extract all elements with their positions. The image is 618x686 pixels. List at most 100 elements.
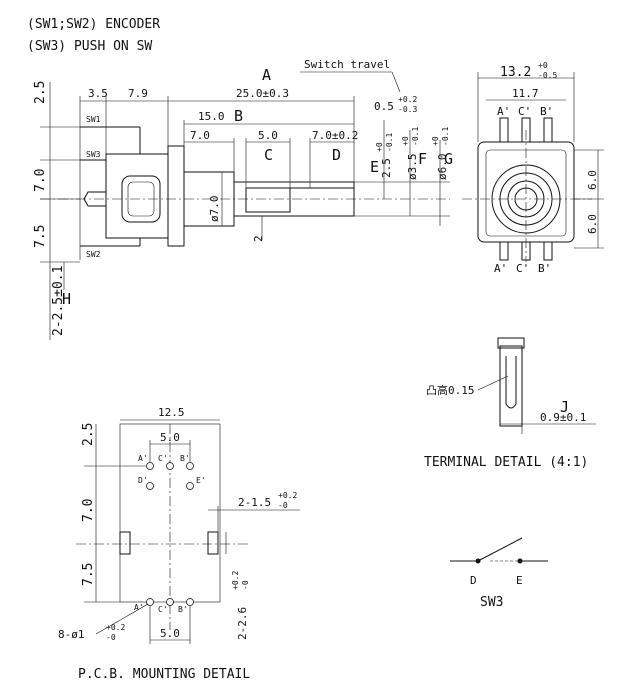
side-terminal-mid — [83, 191, 106, 207]
sw3-label: SW3 — [480, 595, 503, 610]
letter-g: G — [444, 150, 453, 168]
front-pin-c-top — [521, 117, 531, 143]
dim-5: 5.0 — [258, 129, 278, 142]
pcb-pin-a-bottom-label: A' — [134, 603, 144, 612]
letter-d: D — [332, 146, 341, 164]
terminal-outline — [499, 345, 523, 427]
dim-3-5-dn: -0.1 — [411, 127, 420, 146]
pcb-pin-c-bottom-label: C' — [158, 605, 168, 614]
pcb-pin-c-label: C' — [158, 454, 168, 463]
dim-pitch: 2-2.5±0.1 — [51, 266, 66, 336]
pcb-hole-up: +0.2 — [106, 623, 125, 632]
side-label-sw2: SW2 — [86, 250, 101, 259]
pcb-hole-a-top — [146, 462, 154, 470]
pcb-hole-a-bottom — [146, 598, 154, 606]
front-pin-c-bottom-label: C' — [516, 262, 529, 275]
pcb-slot-dim: 2-1.5 — [238, 496, 271, 509]
pcb-hole-e — [186, 482, 194, 490]
side-shaft-slot — [245, 187, 291, 213]
pcb-dim-7-5: 7.5 — [81, 563, 96, 586]
pcb-dim-5-bottom: 5.0 — [160, 627, 180, 640]
dim-6-dn: -0.1 — [441, 127, 450, 146]
front-pin-a-top — [499, 117, 509, 143]
front-pin-c-label: C' — [518, 105, 531, 118]
pcb-slot-right — [207, 531, 219, 555]
pcb-slot-left — [119, 531, 131, 555]
front-view: A' C' B' A' C' B' 13.2 +0 -0.5 11.7 6.0 … — [462, 61, 604, 275]
dim-2-5-dn: -0.1 — [385, 133, 394, 152]
sw3-pin-e: E — [516, 574, 523, 587]
pcb-hole-leader — [95, 603, 149, 635]
pcb-hole-c-top — [166, 462, 174, 470]
pcb-dim-2-5: 2.5 — [81, 423, 96, 446]
dim-3-5-dia: ø3.5 — [406, 154, 419, 181]
pcb-dim-12-5: 12.5 — [158, 406, 185, 419]
letter-h: H — [62, 290, 71, 308]
pcb-slot-dn: -0 — [278, 501, 288, 510]
front-dim-13-2: 13.2 — [500, 65, 531, 80]
dim-travel-tol-dn: -0.3 — [398, 105, 417, 114]
pcb-hole-c-bottom — [166, 598, 174, 606]
letter-f: F — [418, 150, 427, 168]
front-pin-b-top — [543, 117, 553, 143]
pcb-pin-a-label: A' — [138, 454, 148, 463]
terminal-detail-title: TERMINAL DETAIL (4:1) — [424, 455, 588, 470]
letter-c: C — [264, 146, 273, 164]
dim-left-2-5: 2.5 — [33, 81, 48, 104]
sw3-pin-d: D — [470, 574, 477, 587]
front-pin-b-bottom — [543, 241, 553, 261]
dim-2: 2 — [252, 235, 265, 242]
dim-left-7-5: 7.5 — [33, 225, 48, 248]
side-label-sw3: SW3 — [86, 150, 101, 159]
pcb-pin-b-label: B' — [180, 454, 190, 463]
dim-2-5-tol: 2.5 — [380, 158, 393, 178]
letter-a: A — [262, 66, 271, 84]
side-label-sw1: SW1 — [86, 115, 101, 124]
front-pin-b-label: B' — [540, 105, 553, 118]
pcb-slot-len: 2-2.6 — [236, 607, 249, 640]
letter-e: E — [370, 158, 379, 176]
pcb-hole-b-top — [186, 462, 194, 470]
pcb-slot-up: +0.2 — [278, 491, 297, 500]
pcb-pin-b-bottom-label: B' — [178, 605, 188, 614]
front-dim-13-2-dn: -0.5 — [538, 71, 557, 80]
letter-b: B — [234, 107, 243, 125]
front-dim-6-bottom: 6.0 — [586, 214, 599, 234]
pcb-slot-len-dn: -0 — [241, 580, 250, 590]
pcb-hole-dn: -0 — [106, 633, 116, 642]
terminal-dim: 0.9±0.1 — [540, 411, 586, 424]
side-body-rear — [105, 153, 169, 239]
front-pin-b-bottom-label: B' — [538, 262, 551, 275]
switch-travel-leader — [300, 71, 401, 93]
pcb-dim-7-0: 7.0 — [81, 499, 96, 522]
terminal-leader — [477, 375, 509, 391]
pcb-mounting-detail: A' C' B' D' E' A' C' B' 12.5 5.0 2.5 7.0… — [58, 406, 300, 682]
dim-7-9: 7.9 — [128, 87, 148, 100]
dim-7-dia: ø7.0 — [208, 196, 221, 223]
dim-25: 25.0±0.3 — [236, 87, 289, 100]
dim-6-dia: ø6.0 — [436, 154, 449, 181]
sw3-contact-right — [517, 558, 523, 564]
dim-3-5-up: +0 — [401, 136, 410, 146]
switch-travel-label: Switch travel — [304, 58, 390, 71]
terminal-bump — [505, 356, 517, 409]
side-body-front — [167, 145, 185, 247]
dim-7: 7.0 — [190, 129, 210, 142]
header-line-push-switch: (SW3) PUSH ON SW — [27, 39, 152, 54]
pcb-hole-dim: 8-ø1 — [58, 628, 85, 641]
front-dim-13-2-up: +0 — [538, 61, 548, 70]
terminal-cap — [497, 337, 525, 349]
front-pin-a-bottom-label: A' — [494, 262, 507, 275]
front-pin-a-label: A' — [497, 105, 510, 118]
dim-15: 15.0 — [198, 110, 225, 123]
sw3-symbol: D E SW3 — [450, 537, 548, 610]
pcb-detail-title: P.C.B. MOUNTING DETAIL — [78, 667, 250, 682]
dim-3-5: 3.5 — [88, 87, 108, 100]
front-pin-c-bottom — [521, 241, 531, 261]
terminal-bump-label: 凸高0.15 — [426, 383, 475, 397]
front-dim-6-top: 6.0 — [586, 170, 599, 190]
pcb-pin-d-label: D' — [138, 476, 148, 485]
terminal-detail: 凸高0.15 J 0.9±0.1 TERMINAL DETAIL (4:1) — [424, 337, 596, 470]
dim-travel: 0.5 — [374, 100, 394, 113]
